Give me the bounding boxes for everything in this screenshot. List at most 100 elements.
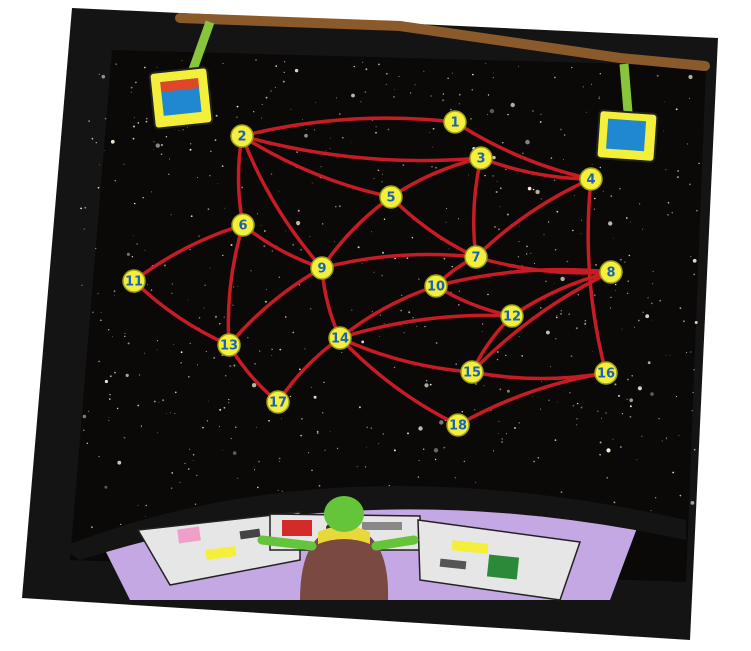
star	[667, 214, 668, 215]
star	[222, 165, 224, 167]
star	[643, 312, 644, 313]
star	[650, 392, 654, 396]
star	[207, 420, 208, 421]
star	[299, 368, 301, 370]
star	[114, 295, 115, 296]
star	[599, 98, 600, 99]
node-4: 4	[580, 168, 602, 190]
star	[423, 71, 424, 72]
star	[624, 262, 625, 263]
star	[399, 76, 400, 77]
star	[636, 459, 637, 460]
star	[622, 413, 623, 414]
star	[416, 326, 417, 327]
star	[666, 438, 667, 439]
star	[482, 331, 483, 332]
node-17: 17	[267, 391, 289, 413]
star	[408, 311, 410, 313]
star	[586, 112, 587, 113]
star	[170, 412, 171, 413]
star	[418, 426, 422, 430]
star	[372, 311, 373, 312]
star	[371, 427, 373, 429]
star	[128, 342, 130, 344]
star	[666, 437, 667, 438]
star	[271, 355, 272, 356]
star	[311, 470, 312, 471]
star	[557, 402, 558, 403]
star	[233, 287, 234, 288]
star	[310, 236, 311, 237]
star	[92, 138, 94, 140]
star	[378, 170, 380, 172]
star	[578, 294, 579, 295]
star	[181, 351, 183, 353]
star	[693, 274, 695, 276]
star	[278, 490, 279, 491]
star	[175, 129, 176, 130]
node-label: 8	[606, 266, 615, 281]
star	[91, 526, 93, 528]
star	[257, 487, 259, 489]
star	[97, 293, 98, 294]
star	[526, 253, 527, 254]
star	[96, 142, 97, 143]
star	[688, 75, 692, 79]
star	[312, 183, 313, 184]
star	[468, 175, 469, 176]
star	[645, 314, 649, 318]
star	[690, 351, 691, 352]
star	[541, 198, 542, 199]
star	[600, 442, 602, 444]
star	[528, 187, 532, 191]
star	[677, 176, 679, 178]
star	[290, 396, 291, 397]
star	[519, 241, 520, 242]
star	[126, 374, 129, 377]
node-2: 2	[231, 125, 253, 147]
node-6: 6	[232, 214, 254, 236]
star	[254, 363, 255, 364]
star	[594, 198, 596, 200]
star	[573, 405, 575, 407]
star	[127, 253, 130, 256]
star	[631, 375, 633, 377]
star	[84, 228, 85, 229]
star	[197, 364, 198, 365]
node-label: 9	[317, 262, 326, 277]
star	[223, 63, 224, 64]
star	[435, 167, 437, 169]
star	[386, 84, 387, 85]
star	[555, 338, 556, 339]
star	[488, 94, 489, 95]
star	[263, 245, 265, 247]
star	[412, 317, 413, 318]
star	[117, 408, 118, 409]
star	[231, 438, 232, 439]
star	[443, 93, 444, 94]
node-label: 16	[597, 367, 615, 382]
star	[306, 129, 307, 130]
star	[380, 314, 381, 315]
star	[169, 159, 170, 160]
star	[124, 336, 125, 337]
star	[98, 187, 100, 189]
star	[672, 212, 673, 213]
star	[233, 451, 237, 455]
star	[189, 449, 190, 450]
star	[342, 137, 343, 138]
star	[459, 94, 461, 96]
star	[110, 375, 112, 377]
star	[605, 412, 607, 414]
star	[518, 336, 519, 337]
pilot-right-arm	[376, 540, 414, 546]
star	[205, 285, 206, 286]
star	[651, 510, 652, 511]
star	[517, 173, 518, 174]
star	[109, 394, 110, 395]
star	[376, 126, 377, 127]
star	[190, 149, 192, 151]
star	[174, 413, 175, 414]
star	[339, 113, 341, 115]
star	[161, 144, 163, 146]
